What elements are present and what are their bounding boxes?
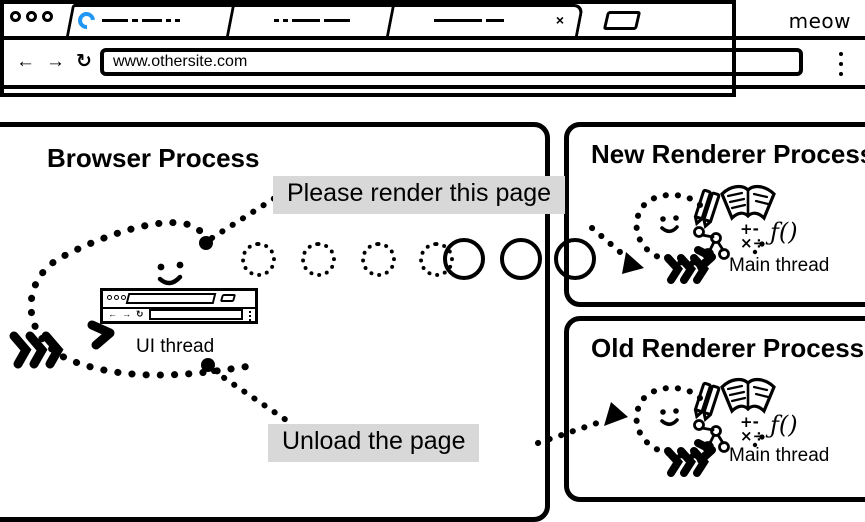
back-icon[interactable]: ← bbox=[16, 51, 35, 72]
ui-thread-tab bbox=[125, 293, 217, 304]
message-render-page: Please render this page bbox=[273, 176, 566, 214]
ui-thread-new-tab-icon bbox=[219, 294, 237, 302]
reload-icon[interactable]: ↻ bbox=[76, 51, 92, 72]
tab-1-title bbox=[102, 18, 258, 22]
ui-thread-label: UI thread bbox=[136, 336, 215, 357]
ui-thread-window-dots bbox=[107, 295, 126, 300]
brand-label: meow bbox=[788, 9, 851, 33]
tab-3[interactable]: × bbox=[386, 4, 585, 36]
pending-task-circle bbox=[361, 242, 396, 277]
window-control-close-icon[interactable] bbox=[10, 11, 21, 22]
ui-thread-reload-icon: ↻ bbox=[136, 308, 144, 319]
window-control-minimize-icon[interactable] bbox=[26, 11, 37, 22]
browser-toolbar: ← → ↻ www.othersite.com bbox=[0, 40, 865, 89]
ui-thread-toolbar: ← → ↻ bbox=[103, 307, 255, 321]
tab-2-title bbox=[274, 18, 418, 22]
window-control-maximize-icon[interactable] bbox=[42, 11, 53, 22]
old-renderer-process-title: Old Renderer Process bbox=[591, 333, 865, 363]
window-controls[interactable] bbox=[10, 11, 53, 22]
new-tab-button[interactable] bbox=[602, 11, 642, 30]
pending-task-circle bbox=[301, 242, 336, 277]
new-renderer-process-box: New Renderer Process bbox=[564, 122, 865, 307]
message-unload-page: Unload the page bbox=[268, 424, 480, 462]
ui-thread-back-icon: ← bbox=[108, 309, 117, 319]
new-renderer-process-title: New Renderer Process bbox=[591, 139, 865, 169]
ui-thread-menu-icon bbox=[249, 311, 251, 323]
old-renderer-main-thread-label: Main thread bbox=[729, 445, 830, 466]
browser-window: × × × meow ← → ↻ www.othersi bbox=[0, 0, 865, 97]
browser-menu-icon[interactable] bbox=[839, 52, 843, 82]
tab-3-title bbox=[434, 18, 578, 22]
ui-thread-tabstrip bbox=[103, 291, 255, 309]
url-input[interactable]: www.othersite.com bbox=[100, 48, 803, 76]
pending-task-circle bbox=[241, 242, 276, 277]
active-task-circle bbox=[500, 238, 542, 280]
browser-process-title: Browser Process bbox=[47, 143, 260, 173]
ui-thread-browser-icon: ← → ↻ bbox=[100, 288, 258, 324]
active-task-circle bbox=[554, 238, 596, 280]
tab-strip: × × × meow bbox=[0, 0, 865, 40]
tab-3-close-icon[interactable]: × bbox=[555, 12, 564, 28]
ui-thread-url-bar bbox=[148, 308, 243, 320]
active-task-circle bbox=[443, 238, 485, 280]
old-renderer-process-box: Old Renderer Process bbox=[564, 316, 865, 502]
forward-icon[interactable]: → bbox=[46, 51, 65, 72]
new-renderer-main-thread-label: Main thread bbox=[729, 255, 830, 276]
loading-spinner-icon bbox=[74, 8, 99, 32]
ui-thread-forward-icon: → bbox=[122, 309, 131, 319]
